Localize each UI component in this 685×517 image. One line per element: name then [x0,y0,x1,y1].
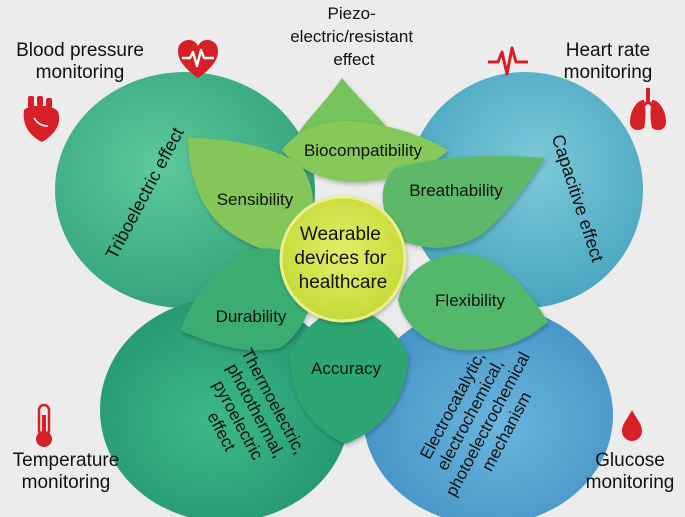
circle-capacitive [407,72,643,308]
temperature-line-1: Temperature [12,450,120,471]
glucose-line-2: monitoring [585,472,675,493]
center-line-3: healthcare [299,272,388,293]
glucose-line-1: Glucose [595,450,665,471]
petal-label-breathability: Breathability [409,181,503,200]
lungs-icon [630,88,666,130]
center-line-1: Wearable [300,224,381,245]
label-heart-rate: Heart rate monitoring [538,40,678,84]
center-circle [279,195,407,323]
heart-rate-line-2: monitoring [563,62,653,83]
center-line-2: devices for [294,248,387,269]
petal-label-biocompatibility: Biocompatibility [304,141,423,160]
label-blood-pressure: Blood pressure monitoring [0,40,160,84]
blood-drop-icon [622,410,642,441]
center-label: Wearable devices for healthcare [294,224,391,293]
top-line-2: electric/resistant [290,27,413,46]
anatomical-heart-icon [23,96,60,142]
thermometer-icon [36,403,52,447]
heart-ecg-icon [178,40,218,78]
petal-durability [180,248,313,351]
label-temperature: Temperature monitoring [0,450,132,494]
petal-label-durability: Durability [216,307,287,326]
top-line-1: Piezo- [328,4,376,23]
circle-triboelectric [55,72,315,308]
label-glucose: Glucose monitoring [575,450,685,494]
petal-label-accuracy: Accuracy [311,359,381,378]
top-line-3: effect [333,50,375,69]
petal-label-sensibility: Sensibility [217,190,294,209]
petal-sensibility [188,138,314,260]
circle-thermoelectric [100,298,350,517]
pulse-icon [488,46,528,76]
top-label: Piezo- electric/resistant effect [290,4,418,69]
petal-breathability [382,155,545,248]
temperature-line-2: monitoring [21,472,111,493]
petal-flexibility [398,254,548,351]
circle-electrocatalytic [363,305,613,517]
blood-pressure-line-1: Blood pressure [16,40,144,61]
petal-accuracy [290,306,408,444]
petal-label-flexibility: Flexibility [435,291,505,310]
blood-pressure-line-2: monitoring [35,62,125,83]
heart-rate-line-1: Heart rate [565,40,651,61]
